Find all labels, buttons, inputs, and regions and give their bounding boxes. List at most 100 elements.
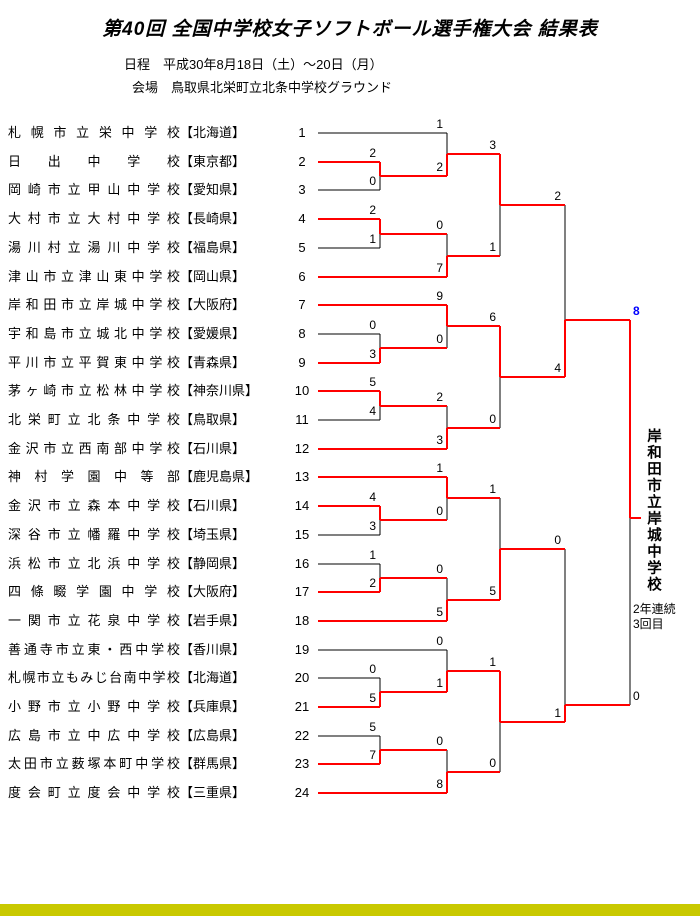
team-seed: 7 [298,297,306,312]
match-score: 3 [369,519,376,533]
team-name: 札幌市立栄中学校 [8,125,180,140]
team-name: 浜松市立北浜中学校 [8,556,180,571]
match-score: 0 [633,689,640,703]
team-seed: 10 [294,383,310,398]
match-score: 0 [436,634,443,648]
team-name: 太田市立薮塚本町中学校 [8,756,180,771]
team-seed: 4 [298,211,306,226]
team-seed: 12 [294,441,310,456]
match-score: 2 [369,576,376,590]
team-prefecture: 【大阪府】 [180,297,246,312]
match-score: 5 [436,605,443,619]
team-name: 度会町立度会中学校 [8,785,180,800]
team-name: 四條畷学園中学校 [8,584,180,599]
match-score: 6 [489,310,496,324]
team-name: 津山市立津山東中学校 [8,269,180,284]
team-prefecture: 【大阪府】 [180,584,246,599]
team-row: 大村市立大村中学校【長崎県】4 [8,209,312,229]
team-row: 津山市立津山東中学校【岡山県】6 [8,267,312,287]
match-score: 1 [369,548,376,562]
team-seed: 20 [294,670,310,685]
date-line: 日程 平成30年8月18日（土）～20日（月） [124,57,383,72]
team-seed: 8 [298,326,306,341]
team-row: 金沢市立西南部中学校【石川県】 12 [8,439,312,459]
team-name: 金沢市立西南部中学校 [8,441,180,456]
team-prefecture: 【石川県】 [180,441,246,456]
team-seed: 23 [294,756,310,771]
match-score: 3 [489,138,496,152]
match-score: 0 [489,412,496,426]
team-row: 浜松市立北浜中学校【静岡県】16 [8,554,312,574]
team-name: 札幌市立もみじ台南中学校 [8,670,180,685]
team-row: 札幌市立もみじ台南中学校【北海道】 20 [8,668,312,688]
team-seed: 5 [298,240,306,255]
team-row: 一関市立花泉中学校【岩手県】18 [8,611,312,631]
team-prefecture: 【広島県】 [180,728,246,743]
team-name: 金沢市立森本中学校 [8,498,180,513]
team-seed: 22 [294,728,310,743]
match-score: 4 [554,361,561,375]
venue-line: 会場 鳥取県北栄町立北条中学校グラウンド [132,80,393,95]
team-prefecture: 【静岡県】 [180,556,246,571]
team-name: 茅ヶ崎市立松林中学校 [8,383,180,398]
team-name: 広島市立中広中学校 [8,728,180,743]
team-row: 岸和田市立岸城中学校【大阪府】 7 [8,295,312,315]
team-prefecture: 【神奈川県】 [180,383,259,398]
match-score: 1 [554,706,561,720]
team-seed: 14 [294,498,310,513]
match-score: 4 [369,490,376,504]
match-score: 5 [489,584,496,598]
match-score: 2 [436,160,443,174]
team-prefecture: 【香川県】 [180,642,246,657]
team-seed: 24 [294,785,310,800]
team-row: 小野市立小野中学校【兵庫県】21 [8,697,312,717]
team-prefecture: 【福島県】 [180,240,246,255]
team-prefecture: 【埼玉県】 [180,527,246,542]
team-prefecture: 【東京都】 [180,154,246,169]
team-row: 四條畷学園中学校【大阪府】 17 [8,582,312,602]
match-score: 1 [489,655,496,669]
match-score: 0 [554,533,561,547]
match-score: 7 [436,261,443,275]
team-prefecture: 【石川県】 [180,498,246,513]
match-score: 5 [369,691,376,705]
match-score: 1 [369,232,376,246]
team-seed: 17 [294,584,310,599]
team-seed: 11 [295,412,309,427]
team-row: 深谷市立幡羅中学校【埼玉県】15 [8,525,312,545]
team-prefecture: 【群馬県】 [180,756,246,771]
team-seed: 9 [298,355,306,370]
match-score: 2 [369,203,376,217]
match-score: 0 [436,734,443,748]
team-row: 広島市立中広中学校【広島県】 22 [8,726,312,746]
match-score: 7 [369,748,376,762]
team-name: 小野市立小野中学校 [8,699,180,714]
team-row: 湯川村立湯川中学校【福島県】 5 [8,238,312,258]
match-score: 0 [369,174,376,188]
team-prefecture: 【愛媛県】 [180,326,246,341]
team-seed: 15 [294,527,310,542]
match-score: 9 [436,289,443,303]
team-name: 一関市立花泉中学校 [8,613,180,628]
team-row: 平川市立平賀東中学校【青森県】9 [8,353,312,373]
team-name: 宇和島市立城北中学校 [8,326,180,341]
match-score: 1 [489,482,496,496]
team-name: 岡崎市立甲山中学校 [8,182,180,197]
team-prefecture: 【三重県】 [180,785,246,800]
footer-bar [0,904,700,916]
team-row: 度会町立度会中学校【三重県】 24 [8,783,312,803]
team-name: 湯川村立湯川中学校 [8,240,180,255]
match-score: 0 [369,662,376,676]
team-prefecture: 【北海道】 [180,670,246,685]
team-seed: 2 [298,154,306,169]
team-name: 日出中学校 [8,154,180,169]
team-seed: 3 [298,182,306,197]
match-score: 0 [369,318,376,332]
match-score: 0 [489,756,496,770]
champion-note-streak: 2年連続 [633,602,676,616]
team-row: 日出中学校【東京都】 2 [8,152,312,172]
team-name: 岸和田市立岸城中学校 [8,297,180,312]
match-score: 8 [436,777,443,791]
